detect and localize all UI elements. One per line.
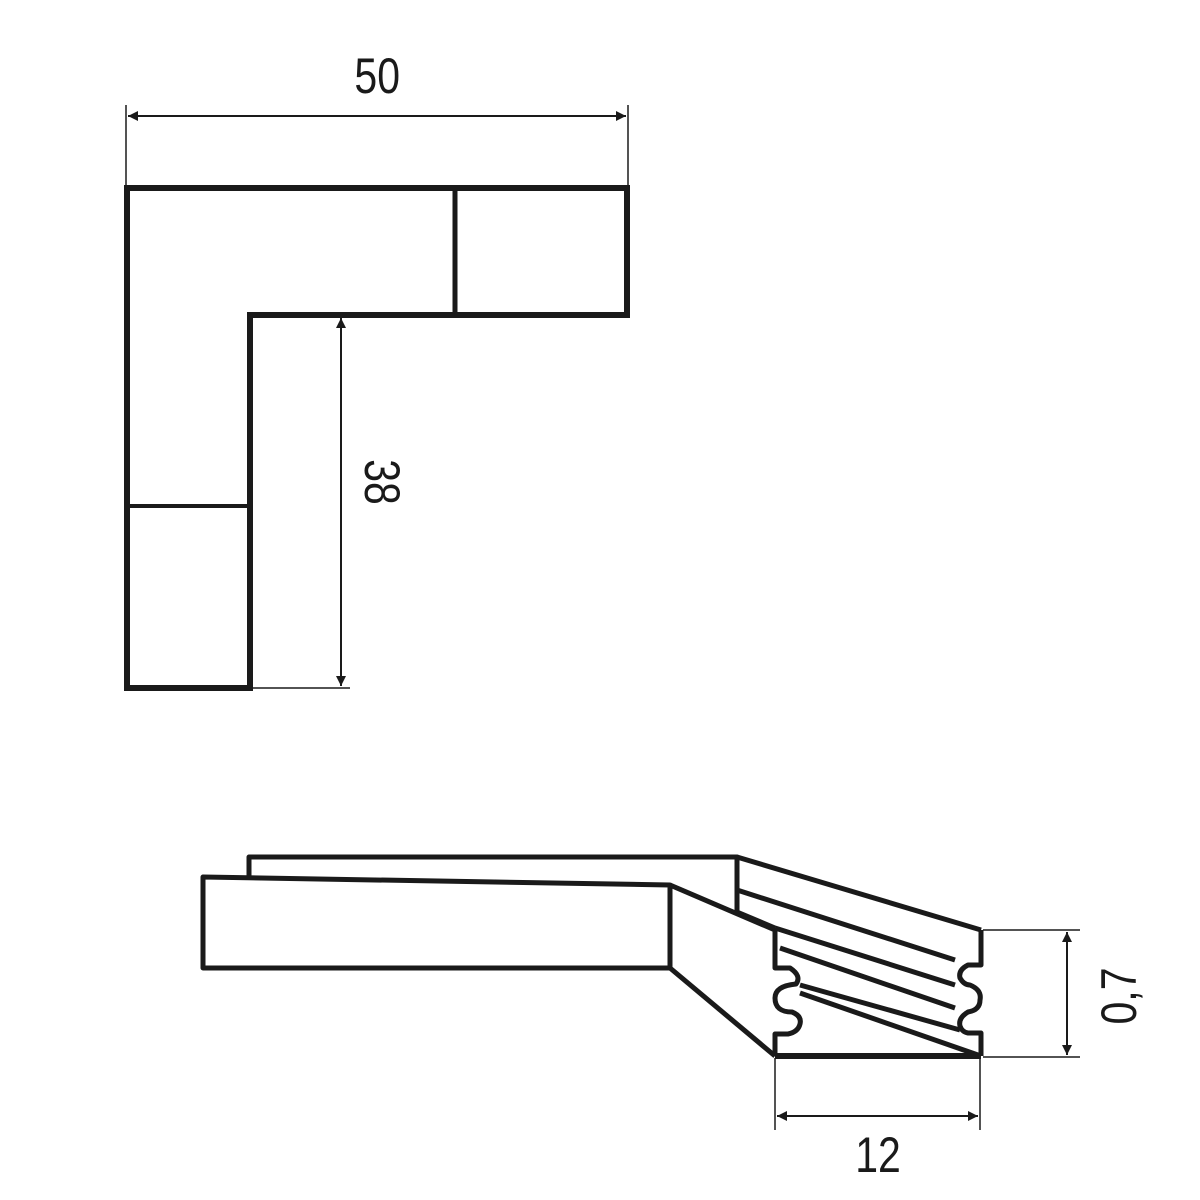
dimension-label-profile-width: 12 <box>855 1127 901 1183</box>
l-connector-outline <box>124 185 630 691</box>
dimension-profile-width <box>774 1058 981 1130</box>
left-rib-profile <box>772 930 803 1056</box>
dimension-leg-length: 38 <box>252 318 410 689</box>
dimension-width: 50 <box>125 48 629 190</box>
dimension-label-thickness: 0,7 <box>1091 968 1147 1025</box>
back-plate <box>246 854 740 912</box>
perspective-view <box>200 854 1080 1130</box>
front-slab <box>200 874 673 971</box>
dimension-label-width: 50 <box>354 48 400 104</box>
dimension-label-leg-length: 38 <box>354 459 410 505</box>
top-view: 50 38 <box>124 48 630 691</box>
right-rib-profile <box>957 930 984 1056</box>
dimension-thickness <box>983 929 1080 1058</box>
